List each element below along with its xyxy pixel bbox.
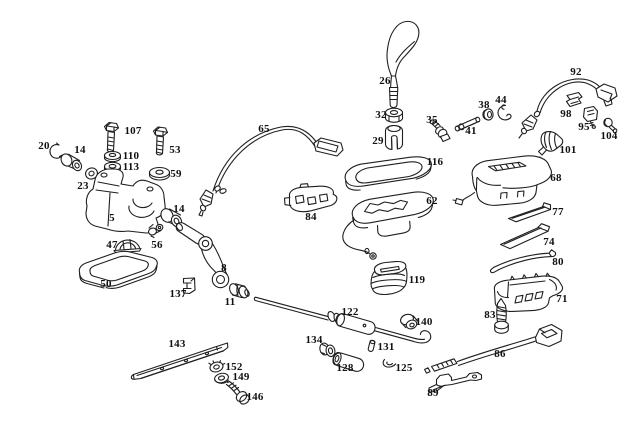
part-50-frame-gasket-drawing <box>78 250 158 289</box>
part-71-lower-housing-drawing <box>493 272 564 312</box>
part-152-lock-ring-drawing <box>208 360 226 373</box>
part-86-cable-drawing <box>424 323 563 374</box>
part-95-bracket-drawing <box>582 105 599 129</box>
part-140-grommet-drawing <box>400 313 418 330</box>
part-125-clip-drawing <box>382 358 397 368</box>
part-68-gate-housing-drawing <box>452 155 552 206</box>
part-143-rail-bracket-drawing <box>130 342 229 380</box>
part-29-fork-clamp-drawing <box>384 124 404 151</box>
part-119-boot-drawing <box>370 260 408 296</box>
part-149-washer-drawing <box>214 372 229 384</box>
part-92-cable-drawing <box>518 78 618 139</box>
part-41-pin-drawing <box>454 116 481 132</box>
part-131-pin-drawing <box>367 339 376 352</box>
part-53-bolt-drawing <box>152 126 169 156</box>
part-98-clip-drawing <box>565 91 583 108</box>
part-65-bowden-cable-drawing <box>198 125 344 217</box>
part-59-washer-drawing <box>148 166 171 181</box>
part-83-screw-drawing <box>494 297 509 334</box>
part-116-gate-frame-drawing <box>344 156 432 191</box>
part-38-bushing-drawing <box>482 108 494 121</box>
part-11-grommet-drawing <box>229 283 250 299</box>
part-122-shift-rod-drawing <box>253 296 432 344</box>
part-110-washer-drawing <box>103 150 122 163</box>
part-56-clip-drawing <box>148 223 164 239</box>
part-14-bushing-drawing <box>60 153 83 172</box>
part-62-gate-cover-drawing <box>342 191 434 260</box>
part-5-shift-housing-drawing <box>85 168 166 234</box>
part-80-spring-strip-drawing <box>489 249 557 274</box>
part-23-washer-drawing <box>85 167 98 180</box>
part-137-clip-drawing <box>182 277 196 295</box>
part-20-snap-ring-drawing <box>49 142 64 159</box>
part-134-clamp-ring-drawing <box>319 342 336 358</box>
part-32-nut-drawing <box>384 107 404 123</box>
part-44-snap-ring-drawing <box>497 104 512 121</box>
part-74-plate-drawing <box>499 223 551 250</box>
part-101-bulb-socket-drawing <box>536 130 564 161</box>
part-107-bolt-drawing <box>103 121 120 153</box>
part-77-plate-drawing <box>507 202 552 223</box>
part-35-screw-drawing <box>429 119 451 143</box>
part-104-bulb-drawing <box>603 117 618 134</box>
part-146-screw-drawing <box>225 380 250 405</box>
part-128-tube-drawing <box>332 351 365 372</box>
part-84-gate-cluster-drawing <box>283 183 338 213</box>
part-26-shift-knob-drawing <box>386 20 420 109</box>
part-8-selector-lever-drawing <box>175 222 230 289</box>
part-89-lever-bracket-drawing <box>428 371 483 394</box>
